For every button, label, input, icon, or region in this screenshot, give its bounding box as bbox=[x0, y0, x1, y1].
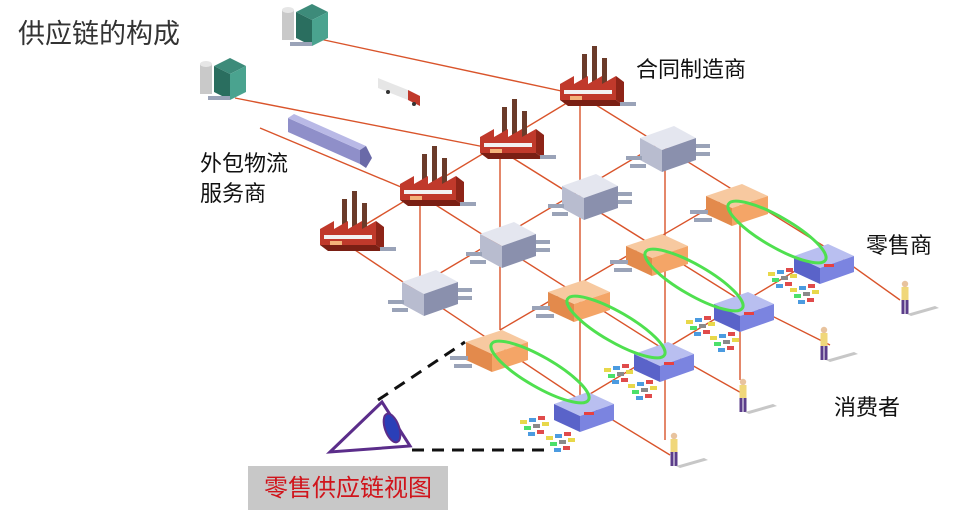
truck-icon bbox=[378, 78, 420, 106]
retail-outlet-icon bbox=[790, 284, 819, 304]
distribution-center-icon bbox=[388, 270, 472, 316]
person-icon bbox=[739, 378, 777, 414]
factory-icon bbox=[480, 99, 556, 159]
page-title: 供应链的构成 bbox=[18, 19, 180, 50]
eye-icon bbox=[325, 399, 413, 454]
retail-outlet-icon bbox=[520, 416, 549, 436]
retailer-label: 零售商 bbox=[866, 234, 933, 259]
factory-icon bbox=[320, 191, 396, 251]
store-icon bbox=[714, 292, 774, 332]
retail-outlet-icon bbox=[628, 380, 657, 400]
logistics-provider-label: 外包物流 服务商 bbox=[200, 152, 289, 207]
retail-outlet-icon bbox=[604, 364, 633, 384]
retail-outlet-icon bbox=[710, 332, 739, 352]
contract-manufacturer-label: 合同制造商 bbox=[636, 58, 747, 83]
warehouse-silo-icon bbox=[282, 4, 328, 46]
warehouse-silo-icon bbox=[200, 58, 246, 100]
retail-view-label: 零售供应链视图 bbox=[248, 466, 448, 510]
warehouse-icon bbox=[450, 330, 528, 372]
person-icon bbox=[670, 432, 708, 468]
person-icon bbox=[820, 326, 858, 362]
retail-outlet-icon bbox=[546, 432, 575, 452]
view-lines bbox=[377, 340, 552, 452]
distribution-center-icon bbox=[466, 222, 550, 268]
retail-highlight-ellipses bbox=[489, 199, 828, 405]
distribution-center-icon bbox=[626, 126, 710, 172]
consumer-label: 消费者 bbox=[834, 396, 901, 421]
distribution-center-icon bbox=[548, 174, 632, 220]
factory-icon bbox=[400, 146, 476, 206]
train-icon bbox=[288, 114, 372, 168]
factory-icon bbox=[560, 46, 636, 106]
person-icon bbox=[901, 280, 939, 316]
